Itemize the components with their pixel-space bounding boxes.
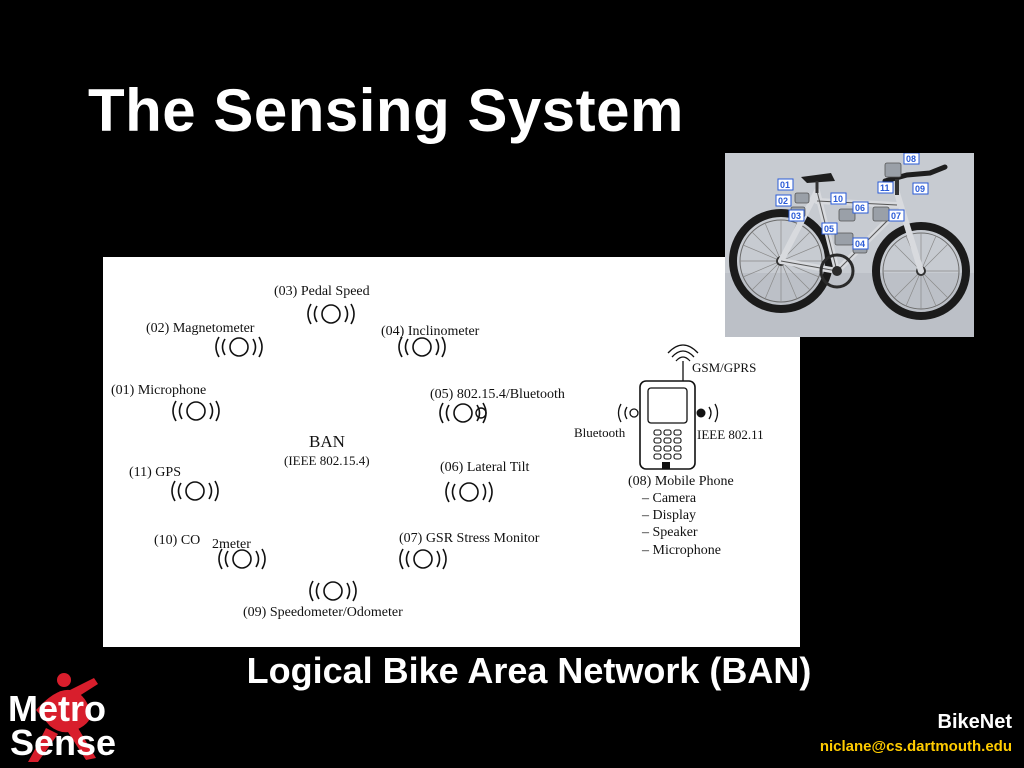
bike-tag-11: 11: [880, 183, 890, 193]
ban-label: BAN: [309, 432, 345, 451]
bike-tag-01: 01: [780, 180, 790, 190]
sensor-label-lateral-tilt: (06) Lateral Tilt: [440, 460, 530, 475]
phone-feature-speaker: – Speaker: [641, 525, 698, 540]
handlebar-icon: [882, 164, 948, 184]
sensor-label-speedometer: (09) Speedometer/Odometer: [243, 605, 403, 620]
sensor-label-inclinometer: (04) Inclinometer: [381, 324, 480, 339]
phone-bluetooth-label: Bluetooth: [574, 425, 626, 440]
bike-photo: 01 02 03 10 06 05 04 11 08 09 07: [725, 153, 974, 337]
sensor-label-magnetometer: (02) Magnetometer: [146, 321, 255, 336]
ban-diagram: (03) Pedal Speed (02) Magnetometer (04) …: [103, 257, 800, 647]
footer-email: niclane@cs.dartmouth.edu: [819, 738, 1012, 755]
magnetometer-radio-icon: [215, 336, 263, 358]
phone-feature-camera: – Camera: [641, 491, 697, 506]
gsr-radio-icon: [399, 548, 447, 570]
metrosense-logo: Metro Sense: [6, 670, 126, 765]
sensor-label-co2-meter: 2meter: [212, 537, 251, 552]
logo-text-metro: Metro: [8, 688, 106, 729]
sensor-label-bluetooth: (05) 802.15.4/Bluetooth: [430, 387, 565, 402]
chainring-icon: [819, 253, 855, 289]
sensor-label-co2: (10) CO: [154, 533, 200, 548]
runner-logo-icon: [28, 673, 98, 762]
sensor-label-gsr: (07) GSR Stress Monitor: [399, 531, 540, 546]
bike-tag-06: 06: [855, 203, 865, 213]
bike-tag-09: 09: [915, 184, 925, 194]
sensor-label-gps: (11) GPS: [129, 465, 181, 480]
footer-project-name: BikeNet: [937, 711, 1012, 733]
mobile-phone-icon: [617, 344, 719, 470]
bike-tag-08: 08: [906, 154, 916, 164]
bike-tag-02: 02: [778, 196, 788, 206]
ban-diagram-svg: (03) Pedal Speed (02) Magnetometer (04) …: [111, 284, 764, 620]
lateral-tilt-radio-icon: [445, 481, 493, 503]
bike-tag-04: 04: [855, 239, 865, 249]
slide-title: The Sensing System: [88, 77, 684, 144]
inclinometer-radio-icon: [398, 336, 446, 358]
bike-tag-03: 03: [791, 211, 801, 221]
gps-radio-icon: [171, 480, 219, 502]
logo-text-sense: Sense: [10, 722, 117, 763]
ieee-80211-label: IEEE 802.11: [697, 427, 764, 442]
sensor-label-microphone: (01) Microphone: [111, 383, 206, 398]
diagram-caption: Logical Bike Area Network (BAN): [246, 650, 812, 691]
ban-sub-label: (IEEE 802.15.4): [284, 453, 370, 468]
gsm-gprs-label: GSM/GPRS: [692, 360, 756, 375]
pedal-speed-radio-icon: [307, 303, 355, 325]
speedometer-radio-icon: [309, 580, 357, 602]
microphone-radio-icon: [172, 400, 220, 422]
bike-tag-07: 07: [891, 211, 901, 221]
bike-tag-05: 05: [824, 224, 834, 234]
bike-seat-icon: [801, 173, 835, 183]
bluetooth-small-node-icon: [475, 407, 487, 419]
sensor-label-pedal-speed: (03) Pedal Speed: [274, 284, 370, 299]
bike-illustration: 01 02 03 10 06 05 04 11 08 09 07: [725, 153, 974, 337]
bluetooth-radio-icon: [439, 402, 487, 424]
phone-title-label: (08) Mobile Phone: [628, 474, 734, 489]
phone-feature-microphone: – Microphone: [641, 543, 721, 558]
co2-radio-icon: [218, 548, 266, 570]
phone-feature-display: – Display: [641, 508, 696, 523]
bike-tag-10: 10: [833, 194, 843, 204]
